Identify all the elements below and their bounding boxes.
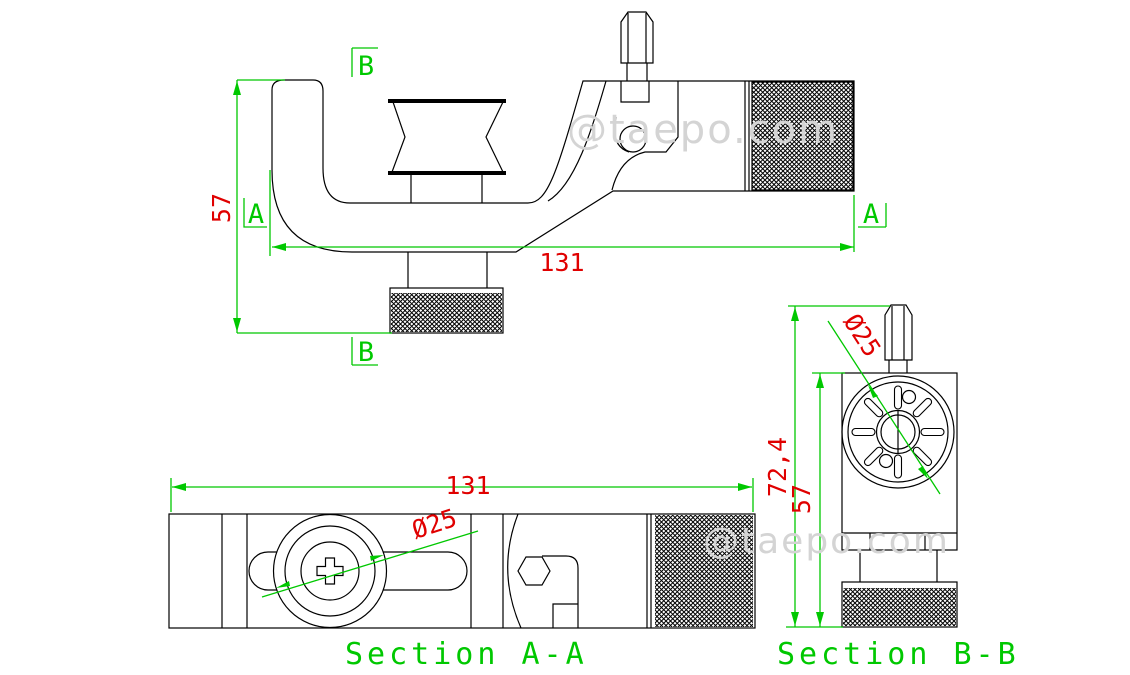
aa-boss-outer-circle (272, 513, 388, 629)
aa-dia-arrow-1 (276, 581, 290, 588)
dim-57-arrow-bottom (233, 318, 241, 332)
bb-dim-57-text: 57 (787, 484, 816, 514)
watermark-top: @taepo.com (567, 107, 839, 153)
bb-dim-724-lines (786, 305, 890, 628)
aa-dim-131-lines (170, 478, 754, 512)
bb-base-band (842, 532, 957, 550)
thumbscrew-cap (620, 11, 654, 64)
thumbscrew-shaft (626, 63, 648, 81)
section-b-marker-top (351, 47, 378, 77)
knob-knurl (391, 293, 502, 332)
bb-dim-57-arrow-top (816, 374, 824, 388)
aa-slot-right (383, 551, 468, 591)
bb-knob-outline (841, 581, 958, 628)
bb-dia-leader (827, 320, 941, 495)
bb-pin-hole-bottom (878, 453, 894, 469)
bb-dim-57-lines (812, 372, 845, 627)
pivot-lobe-arc (613, 116, 630, 153)
thumbscrew-cap-lines (627, 13, 647, 63)
pulley-stem (410, 173, 483, 203)
aa-dia-arrow-2 (370, 555, 384, 561)
bb-hub-outer-circle (875, 409, 921, 455)
pulley-profile (391, 101, 504, 173)
dim-57-text: 57 (207, 193, 236, 223)
aa-boss-inner-circle (300, 541, 360, 601)
bb-dia-text: Ø25 (838, 309, 887, 363)
knob-stem (407, 252, 488, 288)
section-bb-view: 72,4 57 Ø25 Section B-B (763, 304, 1020, 672)
aa-knurl-seams (646, 514, 652, 628)
bb-pin-hole-top (901, 389, 917, 405)
bb-knob-stem (859, 550, 938, 582)
dim-131-arrow-right (840, 243, 854, 251)
aa-groove-arc (507, 513, 522, 629)
aa-knurl (655, 515, 753, 627)
bb-dia-arrow-1 (868, 385, 878, 398)
aa-left-seams (221, 514, 248, 628)
knob-outline (389, 287, 504, 334)
aa-boss-mid-circle (284, 525, 376, 617)
dim-57-lines (236, 79, 392, 334)
aa-hook-shape (542, 555, 579, 628)
bb-dim-724-arrow-top (791, 307, 799, 321)
section-aa-view: 131 Ø25 Section A-A (168, 471, 756, 672)
dim-57-arrow-top (233, 81, 241, 95)
bb-wheel-spokes (851, 385, 945, 479)
top-view (271, 11, 855, 334)
bb-wheel-rim-circle (847, 381, 949, 483)
section-b-letter-top: B (358, 51, 374, 82)
section-aa-label: Section A-A (345, 637, 588, 672)
bb-dim-57-arrow-bottom (816, 612, 824, 626)
watermark-bottom: @taepo.com (703, 521, 950, 562)
section-a-letter-right: A (863, 199, 879, 230)
bb-thumbscrew-shaft (888, 360, 908, 373)
bb-wheel-outer-circle (841, 375, 955, 489)
bb-thumbscrew-cap (884, 304, 913, 361)
aa-dim-131-arrow-right (738, 483, 752, 491)
grip-seam-lines (744, 81, 750, 191)
aa-phillips-cross (316, 557, 344, 585)
bb-dia-arrow-2 (918, 466, 928, 479)
bb-dim-724-arrow-bottom (791, 612, 799, 626)
section-a-line-left (243, 170, 271, 256)
grip-knurl (752, 82, 853, 190)
top-view-dimensions: 57 131 A A B B (207, 47, 887, 368)
grip-border (751, 81, 854, 191)
bb-knob-knurl (843, 588, 956, 626)
section-b-marker-bottom (351, 337, 378, 366)
section-a-line-right (858, 203, 887, 228)
aa-body-outline (168, 513, 756, 629)
bb-body-outline (841, 372, 958, 551)
aa-dim-131-text: 131 (445, 471, 490, 500)
section-bb-label: Section B-B (777, 637, 1020, 672)
bolt-notch (620, 81, 650, 103)
dim-131-text: 131 (539, 248, 584, 277)
section-b-letter-bottom: B (358, 337, 374, 368)
dim-131-lines (272, 195, 855, 252)
head-side-line (611, 81, 679, 191)
aa-dim-131-arrow-left (172, 483, 186, 491)
aa-slot-left (248, 551, 277, 591)
arm-seam-line (547, 80, 607, 202)
dim-131-arrow-left (272, 243, 286, 251)
section-a-letter-left: A (248, 199, 264, 230)
bb-dim-724-text: 72,4 (763, 437, 792, 497)
pivot-hole (619, 125, 647, 153)
bb-thumbscrew-cap-lines (891, 306, 905, 360)
aa-dia-leader (261, 530, 479, 598)
aa-hex-nut (517, 556, 551, 586)
clamp-body-outline (271, 79, 855, 253)
